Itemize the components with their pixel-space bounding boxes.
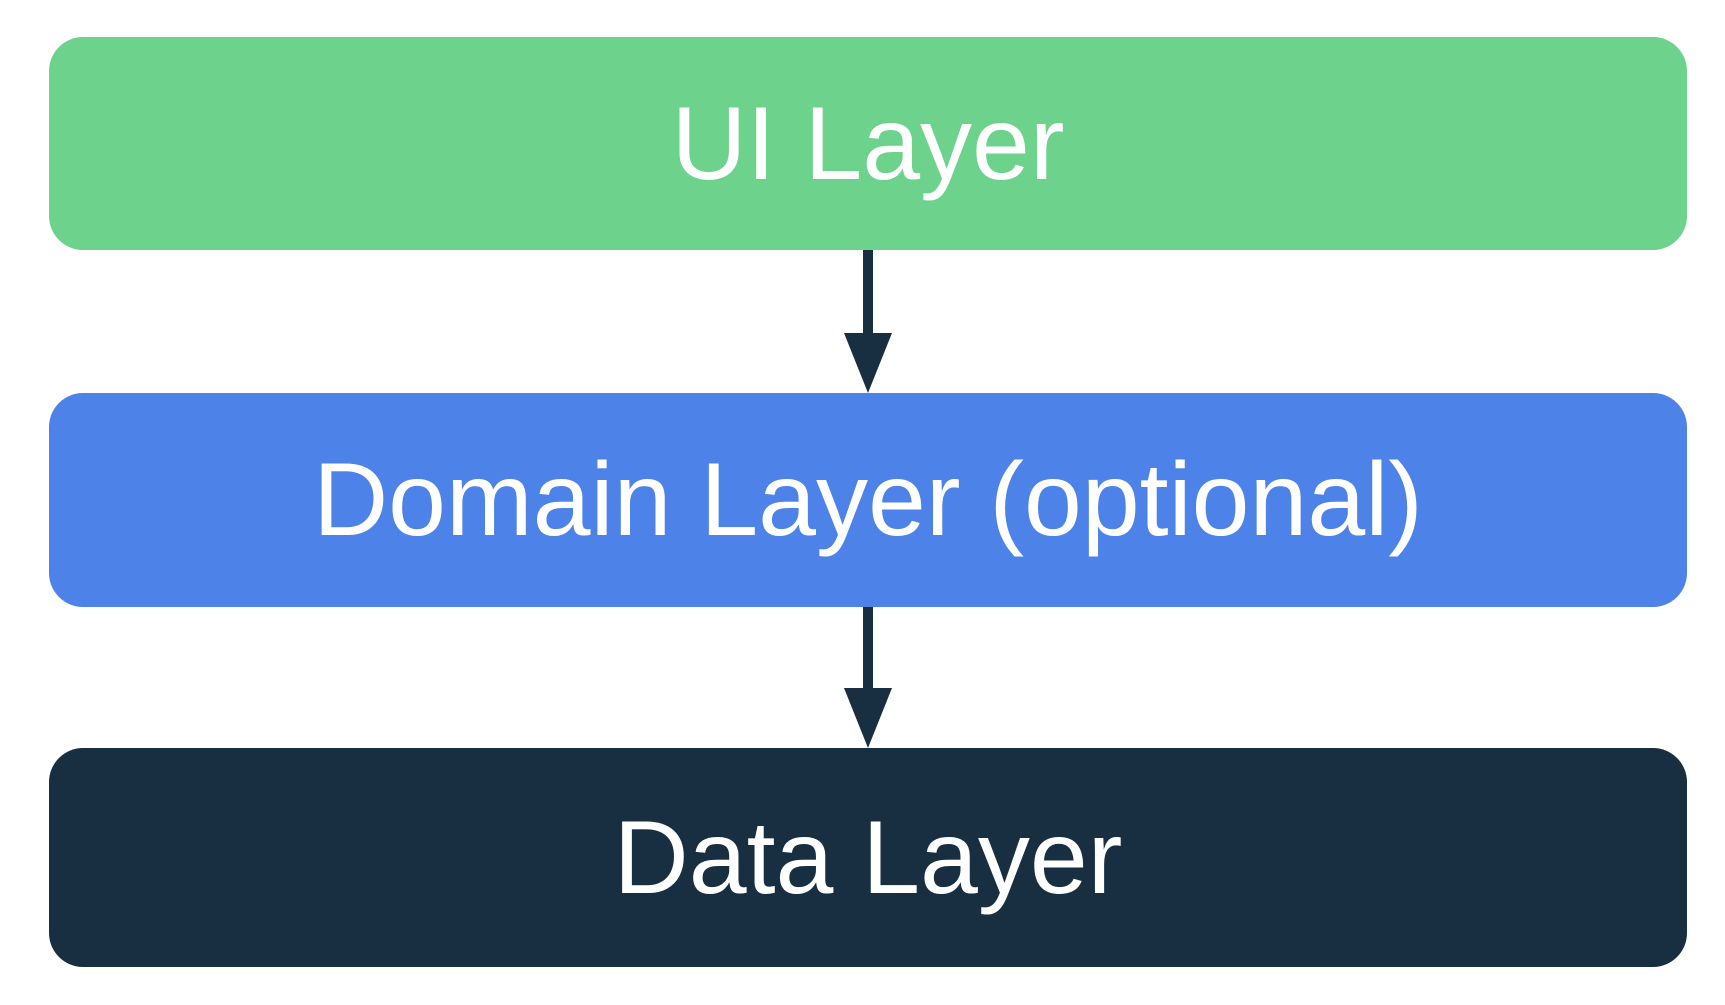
down-arrow-ui-to-domain-icon xyxy=(844,250,892,393)
domain-layer-box: Domain Layer (optional) xyxy=(49,393,1687,607)
ui-layer-label: UI Layer xyxy=(671,85,1065,202)
arrow-head xyxy=(844,688,892,748)
data-layer-box: Data Layer xyxy=(49,748,1687,967)
ui-layer-box: UI Layer xyxy=(49,37,1687,250)
arrow-shaft xyxy=(863,607,873,693)
data-layer-label: Data Layer xyxy=(613,799,1123,916)
domain-layer-label: Domain Layer (optional) xyxy=(313,442,1423,558)
arrow-head xyxy=(844,333,892,393)
arrow-shaft xyxy=(863,250,873,338)
down-arrow-domain-to-data-icon xyxy=(844,607,892,748)
